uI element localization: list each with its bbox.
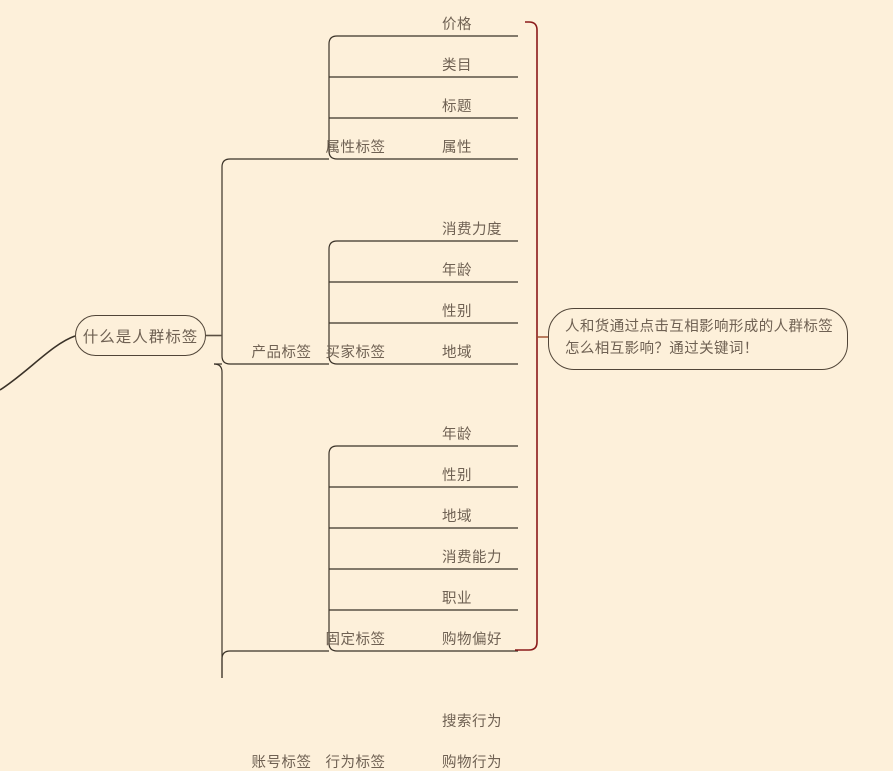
sub-branch-0-0[interactable]: 属性标签 [325, 139, 386, 156]
leaf-0-1-2[interactable]: 性别 [442, 303, 472, 320]
leaf-0-0-2[interactable]: 标题 [442, 98, 472, 115]
leaf-1-0-2[interactable]: 地域 [442, 508, 472, 525]
callout-line-1: 人和货通过点击互相影响形成的人群标签 [565, 319, 834, 335]
leaf-0-0-3[interactable]: 属性 [442, 139, 472, 156]
sub-branch-1-1[interactable]: 行为标签 [325, 754, 386, 771]
callout-line-2: 怎么相互影响？通过关键词！ [565, 341, 759, 358]
sub-branch-0-1[interactable]: 买家标签 [325, 344, 386, 361]
leaf-1-0-0[interactable]: 年龄 [442, 426, 472, 443]
leaf-1-0-5[interactable]: 购物偏好 [442, 631, 502, 648]
leaf-1-0-3[interactable]: 消费能力 [442, 549, 502, 566]
connector-lines [0, 21, 549, 678]
callout-note[interactable]: 人和货通过点击互相影响形成的人群标签 怎么相互影响？通过关键词！ [548, 308, 849, 370]
branch-0[interactable]: 产品标签 [251, 344, 312, 361]
leaf-0-1-1[interactable]: 年龄 [442, 262, 472, 279]
sub-branch-1-0[interactable]: 固定标签 [325, 631, 386, 648]
leaf-0-1-3[interactable]: 地域 [442, 344, 472, 361]
leaf-1-0-4[interactable]: 职业 [442, 590, 472, 607]
leaf-1-0-1[interactable]: 性别 [442, 467, 472, 484]
branch-1[interactable]: 账号标签 [251, 754, 312, 771]
leaf-0-0-0[interactable]: 价格 [442, 16, 472, 33]
leaf-1-1-1[interactable]: 购物行为 [442, 754, 502, 771]
leaf-1-1-0[interactable]: 搜索行为 [442, 713, 502, 730]
leaf-0-1-0[interactable]: 消费力度 [442, 221, 502, 238]
root-node[interactable]: 什么是人群标签 [75, 315, 206, 356]
leaf-0-0-1[interactable]: 类目 [442, 57, 472, 74]
mindmap-canvas: 什么是人群标签 人和货通过点击互相影响形成的人群标签 怎么相互影响？通过关键词！… [0, 16, 849, 770]
